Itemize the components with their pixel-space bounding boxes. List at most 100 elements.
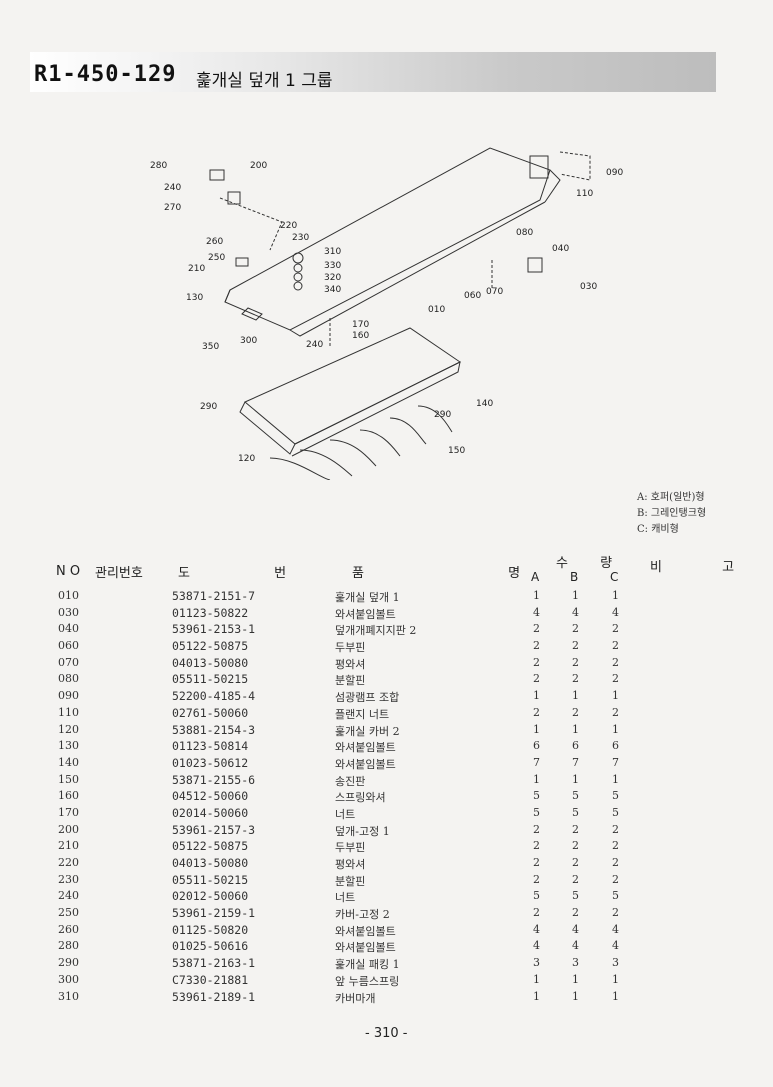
callout-label: 320 — [324, 273, 341, 283]
callout-label: 090 — [606, 168, 623, 178]
callout-label: 200 — [250, 161, 267, 171]
callout-label: 110 — [576, 189, 593, 199]
callout-label: 270 — [164, 203, 181, 213]
callout-label: 250 — [208, 253, 225, 263]
row-qty-c: 4 — [612, 605, 619, 619]
row-qty-c: 3 — [612, 956, 619, 970]
callout-label: 340 — [324, 285, 341, 295]
row-qty-a: 1 — [533, 689, 540, 703]
row-qty-c: 1 — [612, 689, 619, 703]
callout-label: 330 — [324, 261, 341, 271]
row-part: 53871-2163-1 — [172, 956, 256, 971]
callout-label: 170 — [352, 320, 369, 330]
row-qty-b: 1 — [572, 989, 579, 1003]
row-name: 평와셔 — [335, 657, 366, 671]
callout-label: 150 — [448, 446, 465, 456]
row-qty-c: 4 — [612, 939, 619, 953]
row-qty-c: 1 — [612, 989, 619, 1003]
row-part: 53881-2154-3 — [172, 722, 256, 737]
col-header-no: N O — [56, 564, 81, 579]
row-qty-a: 3 — [533, 956, 540, 970]
row-part: 04013-50080 — [172, 655, 249, 670]
row-qty-b: 3 — [572, 956, 579, 970]
row-qty-c: 5 — [612, 805, 619, 819]
row-no: 110 — [58, 705, 79, 719]
row-qty-a: 1 — [533, 589, 540, 602]
row-part: 01123-50814 — [172, 739, 249, 754]
variant-legend: A: 호퍼(일반)형 B: 그레인탱크형 C: 캐비형 — [637, 490, 706, 538]
row-name: 덮개개폐지지판 2 — [335, 624, 417, 638]
variant-b: B: 그레인탱크형 — [637, 508, 707, 519]
row-qty-c: 2 — [612, 622, 619, 636]
col-header-name: 품 명 — [352, 566, 591, 581]
row-qty-a: 1 — [533, 989, 540, 1003]
row-name: 분할핀 — [335, 674, 366, 688]
row-qty-b: 7 — [572, 755, 579, 769]
row-name: 플랜지 너트 — [335, 707, 390, 721]
row-part: 01125-50820 — [172, 922, 249, 937]
row-qty-a: 2 — [533, 856, 540, 869]
row-qty-c: 2 — [612, 639, 619, 653]
row-qty-c: 6 — [612, 739, 619, 753]
callout-label: 030 — [580, 282, 597, 292]
row-qty-c: 2 — [612, 839, 619, 853]
row-qty-b: 5 — [572, 889, 579, 903]
col-header-drawing: 도 번 — [178, 566, 327, 581]
variant-c: C: 캐비형 — [637, 524, 679, 535]
row-name: 와셔붙임볼트 — [335, 941, 396, 955]
row-qty-a: 2 — [533, 705, 540, 719]
row-qty-c: 2 — [612, 672, 619, 686]
row-qty-c: 5 — [612, 889, 619, 903]
row-no: 250 — [58, 906, 79, 920]
row-no: 280 — [58, 939, 79, 953]
row-qty-b: 2 — [572, 672, 579, 686]
callout-label: 130 — [186, 293, 203, 303]
col-header-qty-c: C — [610, 570, 619, 584]
row-name: 와셔붙임볼트 — [335, 757, 396, 771]
row-qty-a: 2 — [533, 906, 540, 920]
row-qty-c: 5 — [612, 789, 619, 803]
row-qty-a: 7 — [533, 755, 540, 769]
callout-label: 310 — [324, 247, 341, 257]
row-name: 두부핀 — [335, 841, 366, 855]
row-no: 140 — [58, 755, 79, 769]
row-part: 04512-50060 — [172, 789, 249, 804]
row-qty-c: 1 — [612, 972, 619, 986]
row-no: 130 — [58, 739, 79, 753]
row-part: 53961-2159-1 — [172, 906, 256, 921]
row-no: 240 — [58, 889, 79, 903]
row-no: 150 — [58, 772, 79, 786]
callout-label: 220 — [280, 221, 297, 231]
row-qty-a: 1 — [533, 772, 540, 786]
row-no: 210 — [58, 839, 79, 853]
row-name: 덮개-고정 1 — [335, 824, 390, 838]
row-name: 송진판 — [335, 774, 366, 788]
row-no: 170 — [58, 805, 79, 819]
row-part: 02761-50060 — [172, 705, 249, 720]
row-name: 와셔붙임볼트 — [335, 741, 396, 755]
row-qty-c: 1 — [612, 772, 619, 786]
row-part: 53961-2189-1 — [172, 989, 256, 1004]
title-bar — [30, 52, 716, 92]
col-header-mgmt: 관리번호 — [95, 566, 143, 581]
row-qty-a: 4 — [533, 605, 540, 619]
row-qty-c: 2 — [612, 705, 619, 719]
row-name: 섬광램프 조합 — [335, 691, 400, 705]
row-no: 040 — [58, 622, 79, 636]
row-part: C7330-21881 — [172, 972, 249, 987]
row-qty-b: 1 — [572, 772, 579, 786]
col-header-qty: 수 량 — [556, 556, 627, 571]
row-qty-a: 6 — [533, 739, 540, 753]
callout-label: 140 — [476, 399, 493, 409]
callout-label: 120 — [238, 454, 255, 464]
row-no: 310 — [58, 989, 79, 1003]
callout-label: 240 — [306, 340, 323, 350]
col-header-qty-b: B — [570, 570, 579, 584]
row-qty-b: 2 — [572, 906, 579, 920]
row-qty-a: 2 — [533, 622, 540, 636]
row-part: 53871-2155-6 — [172, 772, 256, 787]
row-no: 070 — [58, 655, 79, 669]
row-qty-a: 2 — [533, 655, 540, 669]
row-part: 02014-50060 — [172, 805, 249, 820]
row-qty-b: 1 — [572, 689, 579, 703]
